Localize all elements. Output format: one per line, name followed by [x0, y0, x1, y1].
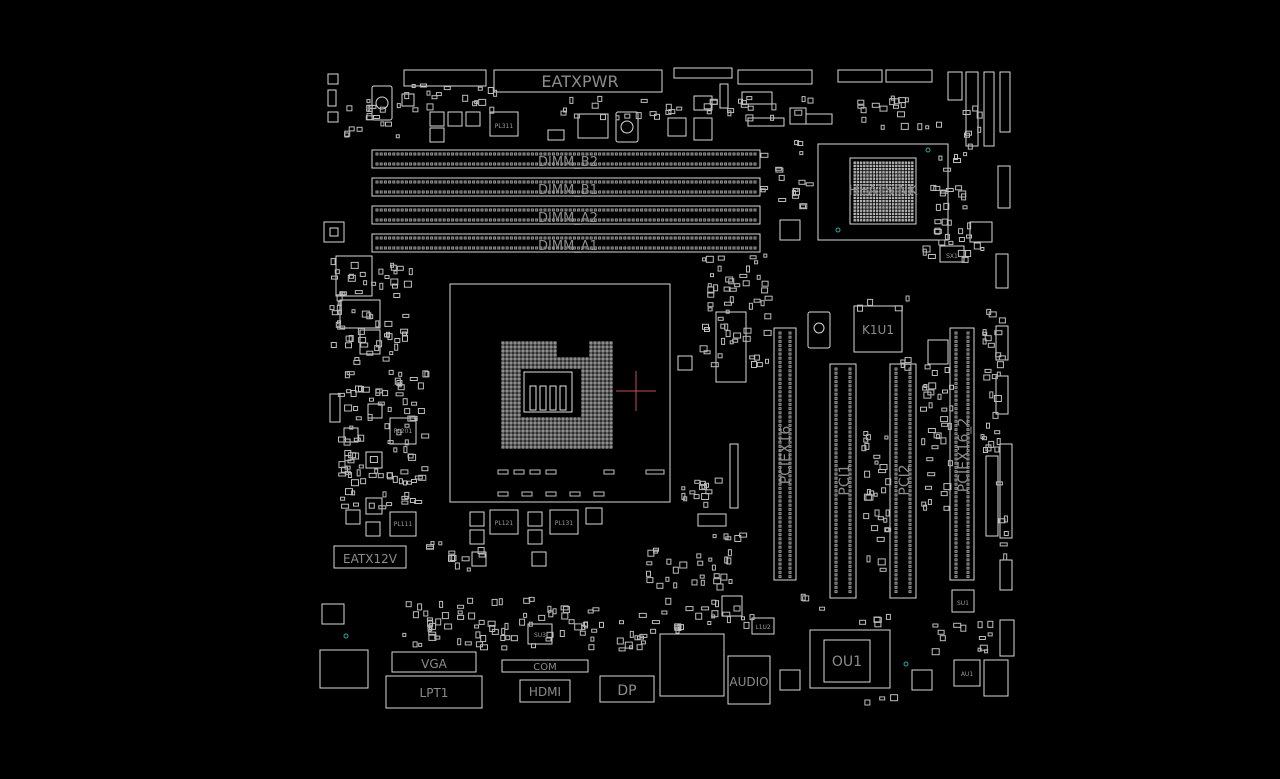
expansion-slots[interactable]: PCIEX16 PCI1 PCI2 PCIEX16_2	[773, 327, 975, 599]
dimm-a1-label: DIMM_A1	[538, 239, 598, 254]
l1u2-label: L1U2	[755, 624, 771, 631]
top-header-strips	[403, 67, 1011, 209]
vga-label: VGA	[421, 657, 448, 671]
hdmi-label: HDMI	[529, 685, 561, 699]
vga-connector[interactable]: VGA	[391, 651, 477, 673]
k1u1-label: K1U1	[862, 323, 894, 337]
fiducial-markers	[343, 147, 931, 667]
audio-connector[interactable]: AUDIO	[727, 655, 771, 705]
atx12v-connector[interactable]: EATX12V	[333, 545, 407, 569]
pciex16-label: PCIEX16	[778, 426, 794, 485]
heatsink-label: HEATSINK	[848, 183, 918, 199]
dimm-b1-label: DIMM_B1	[538, 183, 598, 198]
pci1-label: PCI1	[837, 464, 853, 495]
lpt-label: LPT1	[420, 686, 449, 700]
pl201-label: PL201	[394, 428, 413, 435]
k1u1-chip[interactable]: K1U1	[807, 305, 949, 365]
dp-label: DP	[617, 683, 636, 699]
atx-power-connector[interactable]: EATXPWR	[493, 69, 663, 93]
au1-label: AU1	[961, 671, 973, 678]
crosshair-cursor	[616, 371, 656, 411]
pl311-label: PL311	[495, 123, 514, 130]
atx12v-label: EATX12V	[343, 552, 398, 566]
pl121-label: PL121	[495, 520, 514, 527]
right-edge-headers: SU1	[677, 253, 1015, 657]
hdmi-connector[interactable]: HDMI	[519, 679, 571, 703]
pci2-label: PCI2	[897, 464, 913, 495]
dimm-slots[interactable]: DIMM_B2 DIMM_B1 DIMM_A2 DIMM_A1	[371, 149, 761, 254]
passive-components	[329, 83, 1009, 706]
com-label: COM	[533, 662, 556, 673]
top-left-parts	[327, 73, 833, 143]
dimm-a2-label: DIMM_A2	[538, 211, 598, 226]
ou1-chip[interactable]: OU1	[809, 629, 891, 689]
sx1-label: SX1	[946, 253, 958, 260]
audio-label: AUDIO	[729, 675, 768, 689]
com-connector[interactable]: COM	[501, 659, 589, 673]
cpu-socket[interactable]	[449, 283, 671, 503]
lpt-connector[interactable]: LPT1	[385, 675, 483, 709]
pciex16-2-label: PCIEX16_2	[956, 418, 972, 493]
displayport-connector[interactable]: DP	[599, 675, 655, 703]
rear-io[interactable]: VGA LPT1 COM HDMI DP SU3	[319, 595, 933, 709]
pl131-label: PL131	[555, 520, 574, 527]
su1-label: SU1	[957, 600, 969, 607]
pl111-label: PL111	[394, 521, 413, 528]
chipset-heatsink[interactable]: HEATSINK SX1	[779, 143, 993, 263]
ou1-label: OU1	[832, 654, 862, 670]
au1-chip[interactable]: AU1	[953, 659, 1009, 697]
atx-power-label: EATXPWR	[541, 72, 618, 91]
dimm-b2-label: DIMM_B2	[538, 155, 598, 170]
su3-label: SU3	[534, 632, 546, 639]
